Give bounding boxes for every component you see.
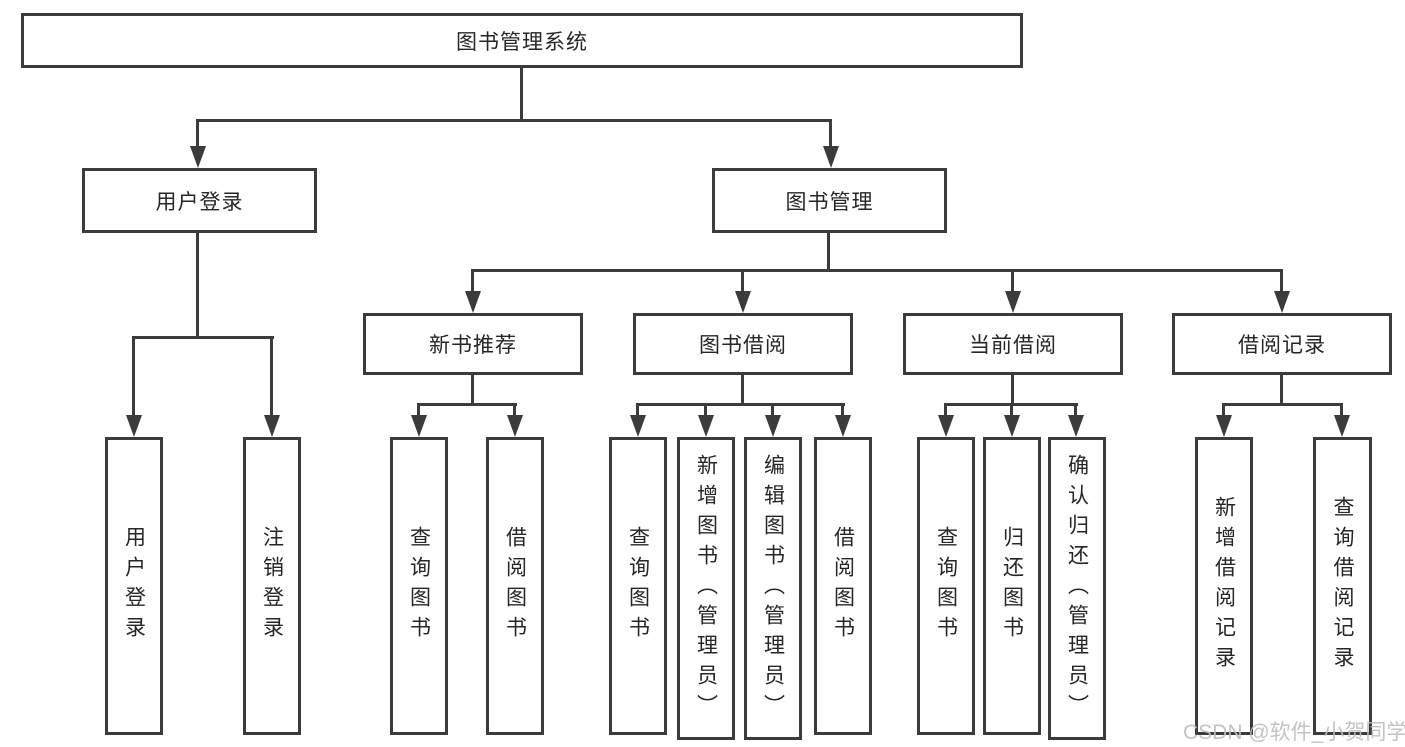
arrow-down-icon (1005, 291, 1021, 313)
leaf-edit-book-admin-label: 编辑图书（管理员） (761, 453, 785, 724)
arrow-down-icon (1068, 415, 1084, 437)
leaf-query-borrow-record-label: 查询借阅记录 (1331, 496, 1354, 676)
connector-line (636, 403, 845, 406)
leaf-add-book-admin-label: 新增图书（管理员） (694, 453, 718, 724)
connector-line (196, 119, 199, 147)
leaf-confirm-return-admin: 确认归还（管理员） (1048, 437, 1106, 740)
leaf-logout: 注销登录 (243, 437, 301, 735)
arrow-down-icon (465, 291, 481, 313)
arrow-down-icon (507, 415, 523, 437)
connector-line (417, 403, 420, 417)
arrow-down-icon (1216, 415, 1232, 437)
connector-line (132, 336, 274, 339)
connector-line (704, 403, 707, 417)
connector-line (1280, 269, 1283, 293)
leaf-add-borrow-record-label: 新增借阅记录 (1212, 496, 1236, 676)
node-current-borrow: 当前借阅 (903, 313, 1123, 375)
arrow-down-icon (1334, 415, 1350, 437)
node-user-login-label: 用户登录 (155, 190, 244, 214)
connector-line (196, 233, 199, 338)
node-borrow-records-label: 借阅记录 (1238, 334, 1326, 357)
node-new-book-recommend: 新书推荐 (363, 313, 583, 375)
arrow-down-icon (264, 415, 280, 437)
connector-line (520, 68, 523, 120)
connector-line (132, 336, 135, 416)
leaf-newbooks-borrow-label: 借阅图书 (503, 526, 527, 646)
leaf-borrow-query: 查询图书 (609, 437, 667, 735)
connector-line (741, 269, 744, 293)
leaf-borrow-query-label: 查询图书 (626, 526, 650, 646)
connector-line (1011, 269, 1014, 293)
leaf-newbooks-query: 查询图书 (390, 437, 448, 735)
leaf-current-query-label: 查询图书 (934, 526, 958, 646)
arrow-down-icon (1274, 291, 1290, 313)
connector-line (471, 269, 474, 293)
arrow-down-icon (1004, 415, 1020, 437)
arrow-down-icon (630, 415, 646, 437)
leaf-edit-book-admin: 编辑图书（管理员） (744, 437, 802, 740)
node-user-login: 用户登录 (82, 168, 317, 233)
connector-line (636, 403, 639, 417)
leaf-confirm-return-admin-label: 确认归还（管理员） (1065, 453, 1089, 724)
leaf-return-book-label: 归还图书 (1000, 526, 1024, 646)
node-root: 图书管理系统 (21, 13, 1023, 68)
leaf-current-query: 查询图书 (917, 437, 975, 735)
leaf-return-book: 归还图书 (983, 437, 1041, 735)
arrow-down-icon (190, 146, 206, 168)
connector-line (829, 119, 832, 147)
node-current-borrow-label: 当前借阅 (969, 334, 1057, 357)
leaf-newbooks-query-label: 查询图书 (407, 526, 431, 646)
node-book-borrow: 图书借阅 (633, 313, 853, 375)
arrow-down-icon (765, 415, 781, 437)
leaf-add-book-admin: 新增图书（管理员） (677, 437, 735, 740)
connector-line (1011, 375, 1014, 406)
node-root-label: 图书管理系统 (456, 30, 588, 54)
connector-line (944, 403, 947, 417)
connector-line (1340, 403, 1343, 417)
arrow-down-icon (835, 415, 851, 437)
connector-line (741, 375, 744, 406)
node-book-borrow-label: 图书借阅 (699, 334, 787, 357)
connector-line (1280, 375, 1283, 406)
leaf-logout-label: 注销登录 (260, 526, 284, 646)
node-book-management: 图书管理 (712, 168, 947, 233)
node-book-management-label: 图书管理 (785, 190, 874, 214)
connector-line (1222, 403, 1343, 406)
connector-line (196, 119, 832, 122)
leaf-user-login-label: 用户登录 (122, 526, 146, 646)
leaf-user-login: 用户登录 (105, 437, 163, 735)
arrow-down-icon (126, 415, 142, 437)
csdn-watermark: CSDN @软件_小贺同学 (1183, 721, 1405, 744)
connector-line (270, 336, 273, 416)
connector-line (417, 403, 517, 406)
leaf-newbooks-borrow: 借阅图书 (486, 437, 544, 735)
connector-line (841, 403, 844, 417)
connector-line (1222, 403, 1225, 417)
arrow-down-icon (411, 415, 427, 437)
connector-line (1010, 403, 1013, 417)
connector-line (471, 375, 474, 406)
leaf-query-borrow-record: 查询借阅记录 (1313, 437, 1372, 735)
node-new-book-recommend-label: 新书推荐 (429, 334, 517, 357)
arrow-down-icon (938, 415, 954, 437)
node-borrow-records: 借阅记录 (1172, 313, 1392, 375)
leaf-borrow-book-label: 借阅图书 (831, 526, 855, 646)
connector-line (1074, 403, 1077, 417)
connector-line (471, 269, 1283, 272)
arrow-down-icon (698, 415, 714, 437)
connector-line (771, 403, 774, 417)
leaf-add-borrow-record: 新增借阅记录 (1195, 437, 1253, 735)
connector-line (513, 403, 516, 417)
connector-line (827, 233, 830, 271)
arrow-down-icon (735, 291, 751, 313)
leaf-borrow-book: 借阅图书 (814, 437, 872, 735)
arrow-down-icon (823, 146, 839, 168)
